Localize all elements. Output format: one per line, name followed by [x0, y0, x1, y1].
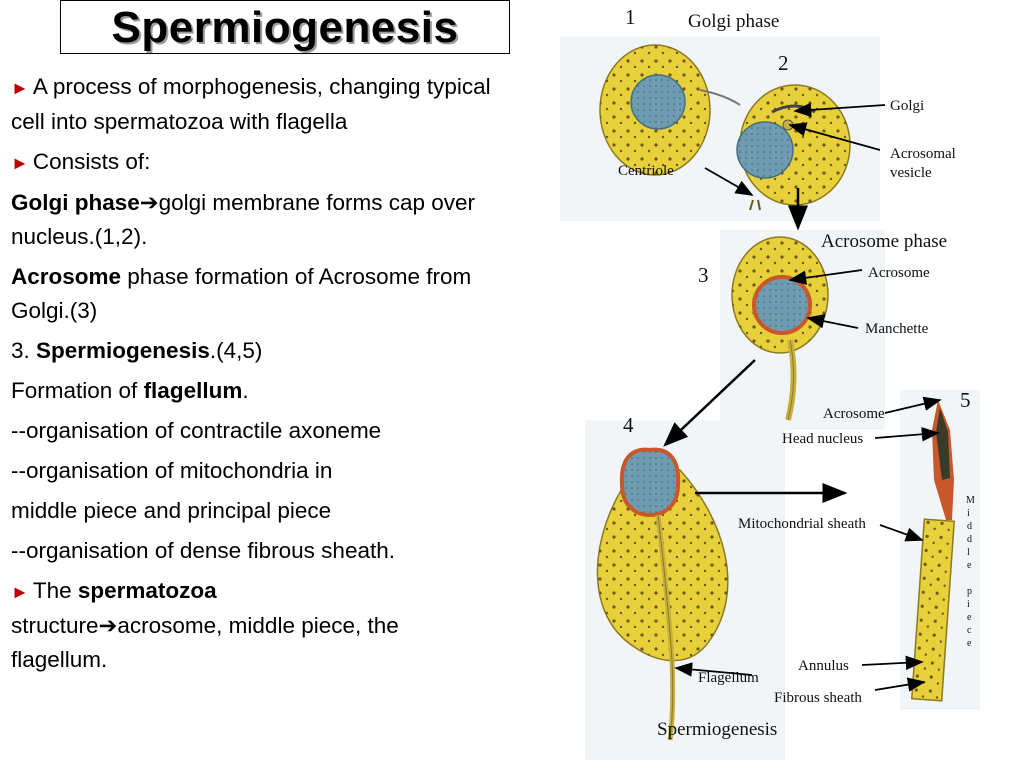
sequence-arrows — [663, 188, 848, 503]
intro-text: A process of morphogenesis, changing typ… — [11, 74, 491, 134]
label-manchette: Manchette — [865, 321, 929, 337]
page-title: Spermiogenesis — [111, 3, 459, 52]
label-middle-piece: M i d d l e p i e c e — [966, 495, 975, 649]
svg-text:c: c — [967, 625, 972, 636]
cell-1 — [599, 44, 741, 176]
spermiogenesis-term: Spermiogenesis — [36, 338, 210, 363]
spermatozoa-term: spermatozoa — [77, 578, 217, 603]
para-golgi: Golgi phase➔golgi membrane forms cap ove… — [11, 186, 501, 254]
cell-4 — [596, 447, 729, 741]
body-text: ►A process of morphogenesis, changing ty… — [11, 70, 501, 683]
label-pointers — [674, 102, 942, 692]
num-5: 5 — [960, 388, 971, 412]
arrow-right-icon: ➔ — [98, 613, 118, 638]
para-spermiogenesis: 3. Spermiogenesis.(4,5) — [11, 334, 501, 368]
structure-pre: The — [32, 578, 78, 603]
acrosome-desc: phase formation of Acrosome from Golgi.(… — [11, 264, 472, 323]
svg-text:p: p — [967, 586, 972, 597]
para-acrosome: Acrosome phase formation of Acrosome fro… — [11, 260, 501, 328]
para-flagellum: Formation of flagellum. — [11, 374, 501, 408]
num-3: 3 — [698, 263, 709, 287]
para-org2b: middle piece and principal piece — [11, 498, 332, 523]
num-1: 1 — [625, 5, 636, 29]
structure-word: structure — [11, 613, 99, 638]
acrosome-term: Acrosome — [11, 264, 122, 289]
consists-text: Consists of: — [32, 149, 151, 174]
label-head-nucleus: Head nucleus — [782, 431, 863, 447]
figure-caption: Spermiogenesis — [657, 719, 777, 740]
label-golgi-phase: Golgi phase — [688, 11, 779, 32]
label-centriole: Centriole — [618, 163, 674, 179]
step-number: 3. — [11, 338, 37, 363]
golgi-phase-term: Golgi phase — [11, 190, 140, 215]
cell-3 — [731, 236, 829, 421]
svg-text:l: l — [967, 547, 970, 558]
para-org2a: --organisation of mitochondria in — [11, 458, 333, 483]
label-fibrous-sheath: Fibrous sheath — [774, 690, 862, 706]
arrow-right-icon: ➔ — [139, 190, 159, 215]
svg-text:d: d — [967, 534, 972, 545]
structure-desc: acrosome, middle piece, the flagellum. — [11, 613, 399, 672]
svg-text:e: e — [967, 560, 972, 571]
para-structure: ►The spermatozoa structure➔acrosome, midd… — [11, 574, 501, 677]
label-golgi: Golgi — [890, 98, 924, 114]
svg-text:e: e — [967, 638, 972, 649]
flagellum-pre: Formation of — [11, 378, 144, 403]
label-flagellum: Flagellum — [698, 670, 759, 686]
title-box: Spermiogenesis — [60, 0, 510, 54]
svg-text:M: M — [966, 495, 975, 506]
para-org3: --organisation of dense fibrous sheath. — [11, 538, 395, 563]
cell-2 — [736, 84, 851, 211]
bullet-icon: ► — [11, 78, 29, 98]
label-acrosomal-1: Acrosomal — [890, 146, 956, 162]
bullet-icon: ► — [11, 153, 29, 173]
para-intro: ►A process of morphogenesis, changing ty… — [11, 70, 501, 139]
spermiogenesis-ref: .(4,5) — [209, 338, 263, 363]
svg-text:i: i — [967, 599, 970, 610]
flagellum-term: flagellum — [143, 378, 243, 403]
label-acrosomal-2: vesicle — [890, 165, 932, 181]
num-4: 4 — [623, 413, 634, 437]
svg-text:e: e — [967, 612, 972, 623]
label-acrosome-phase: Acrosome phase — [821, 231, 947, 252]
spermiogenesis-figure: 1 Golgi phase 2 Golgi Acrosomal vesicle … — [560, 5, 980, 760]
label-acrosome-5: Acrosome — [823, 406, 885, 422]
para-consists: ►Consists of: — [11, 145, 501, 180]
label-acrosome: Acrosome — [868, 265, 930, 281]
golgi-phase-desc: golgi membrane forms cap over nucleus.(1… — [11, 190, 476, 249]
label-mito-sheath: Mitochondrial sheath — [738, 516, 866, 532]
flagellum-post: . — [242, 378, 249, 403]
para-org1: --organisation of contractile axoneme — [11, 418, 382, 443]
svg-text:i: i — [967, 508, 970, 519]
num-2: 2 — [778, 51, 789, 75]
bullet-icon: ► — [11, 582, 29, 602]
label-annulus: Annulus — [798, 658, 849, 674]
svg-text:d: d — [967, 521, 972, 532]
